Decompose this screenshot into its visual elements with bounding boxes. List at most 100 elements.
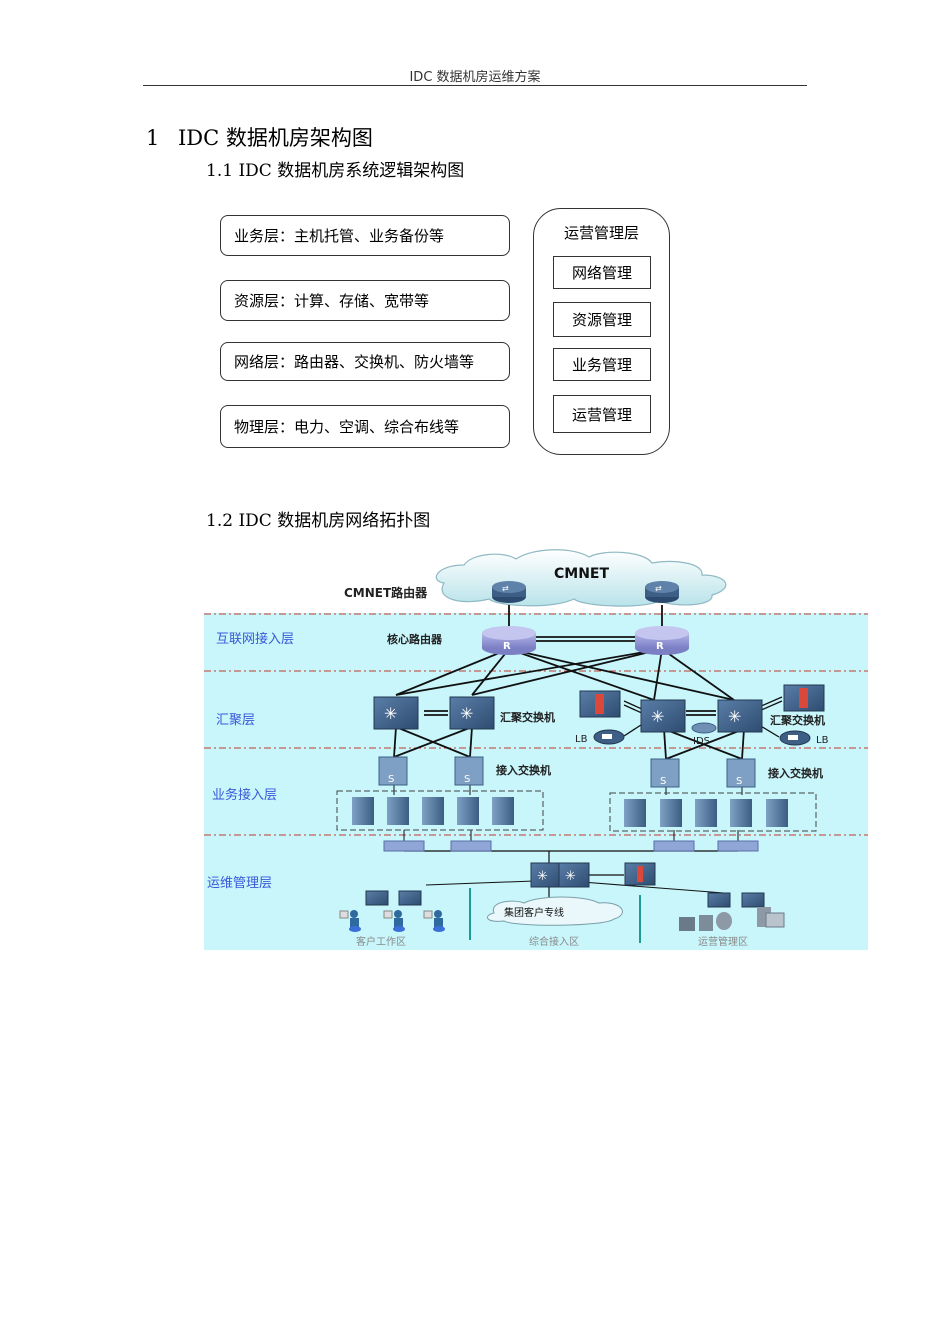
svg-text:✳: ✳: [384, 704, 397, 723]
access-switch-glyph: S: [736, 776, 742, 787]
layer-label-business-access: 业务接入层: [212, 787, 277, 803]
access-switch-glyph: S: [388, 774, 394, 785]
network-layer-box: 网络层：路由器、交换机、防火墙等: [220, 342, 510, 381]
server-icon: [695, 799, 717, 827]
ops-zone-equipment: [679, 907, 785, 931]
aggregation-switch-icon: ✳: [640, 699, 686, 733]
zone-separators: [469, 888, 641, 943]
section-1-2-heading: 1.2 IDC 数据机房网络拓扑图: [206, 511, 431, 531]
server-icon: [422, 797, 444, 825]
server-icon: [730, 799, 752, 827]
cmnet-router-label: CMNET路由器: [344, 585, 428, 600]
access-switch-icon: S: [378, 756, 408, 786]
zone-label-integrated-access: 综合接入区: [529, 935, 579, 948]
lb-label: LB: [816, 735, 829, 746]
server-icon: [492, 797, 514, 825]
zone-switch-icon: [741, 892, 765, 908]
svg-text:✳: ✳: [460, 704, 473, 723]
aggregation-switch-icon: ✳: [449, 696, 495, 730]
server-icon: [679, 917, 695, 931]
mgmt-switch-icon: [383, 840, 425, 852]
firewall-icon: [783, 684, 825, 712]
svg-text:⇄: ⇄: [655, 584, 662, 593]
server-icon: [699, 915, 713, 931]
layer-label-ops-management: 运维管理层: [207, 876, 272, 891]
section-1-title: IDC 数据机房架构图: [178, 126, 373, 150]
resource-layer-label: 资源层：计算、存储、宽带等: [234, 292, 430, 310]
access-switch-label: 接入交换机: [496, 763, 551, 777]
resource-layer-box: 资源层：计算、存储、宽带等: [220, 280, 510, 321]
customer-zone-switches: [365, 890, 765, 908]
ops-core-switch-icon: ✳: [530, 862, 562, 888]
server-group-right: [609, 792, 817, 832]
ops-firewall-icon: [624, 862, 656, 886]
physical-layer-box: 物理层：电力、空调、综合布线等: [220, 405, 510, 448]
aggregation-switch-label: 汇聚交换机: [770, 713, 825, 727]
monitor-icon: [765, 912, 785, 928]
server-icon: [387, 797, 409, 825]
mgmt-switches: [383, 840, 759, 852]
group-line-label: 集团客户专线: [504, 906, 564, 919]
server-icon: [457, 797, 479, 825]
access-switch-glyph: S: [464, 774, 470, 785]
mgmt-switch-icon: [717, 840, 759, 852]
physical-layer-label: 物理层：电力、空调、综合布线等: [234, 418, 460, 436]
layer-label-aggregation: 汇聚层: [216, 713, 255, 728]
server-icon: [352, 797, 374, 825]
svg-text:✳: ✳: [728, 707, 741, 726]
ids-icon: [691, 722, 717, 734]
core-router-label: 核心路由器: [387, 632, 443, 646]
zone-label-customer-work: 客户工作区: [356, 935, 406, 948]
cmnet-router-icon: ⇄: [645, 581, 679, 603]
firewall-icon: [579, 690, 621, 718]
user-workstation-icon: [423, 910, 445, 932]
server-group-left: [336, 790, 544, 831]
core-router-glyph: R: [503, 641, 511, 652]
ops-item-network-management: 网络管理: [553, 256, 651, 289]
aggregation-switch-label: 汇聚交换机: [500, 710, 555, 724]
mgmt-switch-icon: [653, 840, 695, 852]
svg-text:✳: ✳: [537, 869, 548, 884]
ops-item-resource-management: 资源管理: [553, 302, 651, 337]
ids-label: IDS: [693, 736, 710, 747]
access-switch-label: 接入交换机: [768, 766, 823, 780]
ops-management-layer-title: 运营管理层: [563, 224, 639, 242]
user-workstation-icon: [339, 910, 361, 932]
svg-text:✳: ✳: [565, 869, 576, 884]
mgmt-switch-icon: [450, 840, 492, 852]
ops-management-layer-box: [533, 208, 670, 455]
access-switch-icon: S: [726, 758, 756, 788]
access-switch-icon: S: [650, 758, 680, 788]
zone-switch-icon: [707, 892, 731, 908]
server-icon: [766, 799, 788, 827]
load-balancer-icon: [779, 730, 811, 746]
ops-item-business-management: 业务管理: [553, 348, 651, 381]
access-switch-glyph: S: [660, 776, 666, 787]
svg-text:✳: ✳: [651, 707, 664, 726]
core-router-glyph: R: [656, 641, 664, 652]
zone-switch-icon: [398, 890, 422, 906]
header-rule: [143, 85, 807, 86]
network-topology-diagram: CMNET CMNET路由器: [204, 549, 868, 950]
group-line-cloud: [486, 896, 623, 926]
svg-text:⇄: ⇄: [502, 584, 509, 593]
user-workstation-icon: [383, 910, 405, 932]
network-layer-label: 网络层：路由器、交换机、防火墙等: [234, 353, 475, 371]
server-icon: [624, 799, 646, 827]
workstation-users: [339, 910, 445, 932]
section-1-1-heading: 1.1 IDC 数据机房系统逻辑架构图: [206, 161, 465, 181]
server-icon: [660, 799, 682, 827]
layer-label-internet-access: 互联网接入层: [216, 631, 294, 647]
storage-icon: [716, 912, 732, 930]
zone-label-ops-management: 运营管理区: [698, 935, 748, 948]
cmnet-router-icon: ⇄: [492, 581, 526, 603]
business-layer-box: 业务层：主机托管、业务备份等: [220, 215, 510, 256]
core-router-icon: R: [482, 626, 536, 655]
page-header-title: IDC 数据机房运维方案: [409, 70, 541, 85]
load-balancer-icon: [593, 729, 625, 745]
ops-item-operations-management: 运营管理: [553, 395, 651, 433]
aggregation-switch-icon: ✳: [373, 696, 419, 730]
access-switch-icon: S: [454, 756, 484, 786]
cmnet-cloud-label: CMNET: [554, 566, 609, 582]
